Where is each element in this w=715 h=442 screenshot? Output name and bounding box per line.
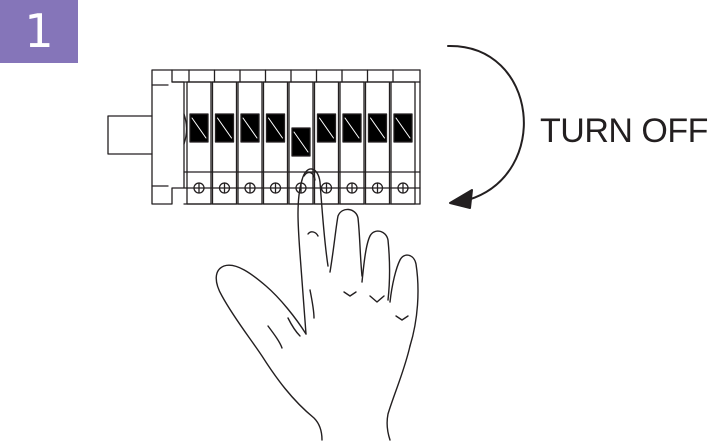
- step-number-badge: 1: [0, 0, 78, 63]
- step-number: 1: [24, 4, 54, 58]
- breaker-module: [313, 69, 340, 205]
- breaker-module: [211, 69, 238, 205]
- breaker-panel: [107, 69, 421, 205]
- hand: [215, 168, 419, 441]
- breaker-module: [237, 69, 263, 205]
- breaker-module: [262, 69, 289, 205]
- breaker-module: [364, 69, 391, 205]
- breaker-row: [186, 69, 416, 205]
- breaker-module: [390, 69, 416, 205]
- breaker-module: [339, 69, 365, 205]
- instruction-label: TURN OFF: [540, 112, 708, 150]
- breaker-module: [186, 69, 212, 205]
- curved-arrow-icon: [447, 44, 525, 209]
